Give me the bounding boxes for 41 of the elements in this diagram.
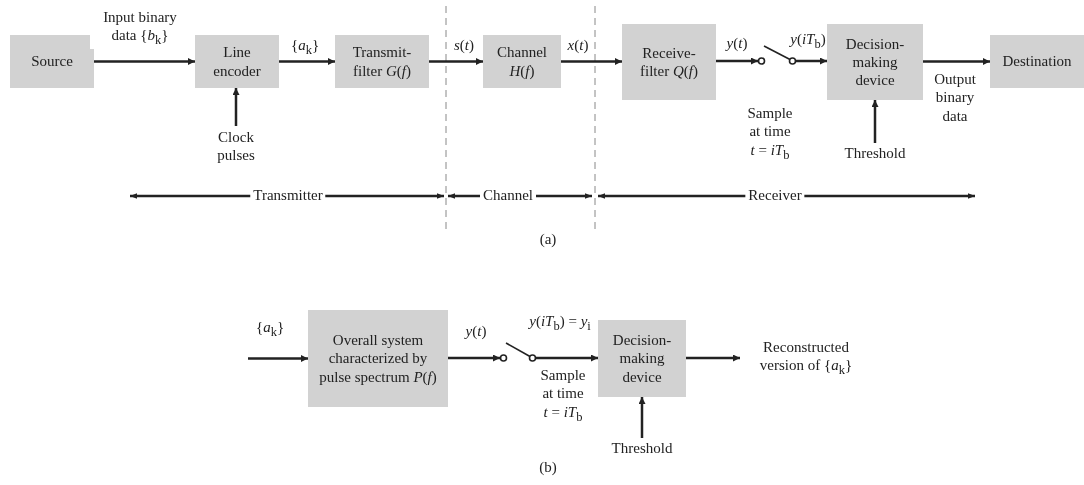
edge-label: y(t) bbox=[465, 322, 487, 341]
box-text: Source bbox=[31, 52, 73, 71]
box-text: Receive-filter Q(f) bbox=[639, 43, 699, 81]
arrow bbox=[686, 354, 740, 362]
arrow bbox=[561, 58, 622, 65]
process-box bbox=[10, 35, 94, 88]
process-box bbox=[308, 310, 448, 407]
node-text: Clock pulses bbox=[210, 126, 262, 166]
edge-label: y(t) bbox=[726, 34, 748, 53]
process-box bbox=[622, 24, 716, 100]
arrow bbox=[871, 100, 879, 143]
process-box bbox=[598, 320, 686, 397]
node-text: Threshold bbox=[602, 438, 682, 458]
edge-label: x(t) bbox=[567, 36, 589, 55]
arrow bbox=[279, 58, 335, 65]
arrow bbox=[232, 88, 240, 126]
text-label: (b) bbox=[536, 458, 560, 477]
arrow bbox=[796, 57, 827, 65]
arrow bbox=[248, 355, 308, 362]
box-text: Transmit-filter G(f) bbox=[351, 43, 413, 80]
process-box bbox=[335, 35, 429, 88]
arrow bbox=[94, 58, 195, 65]
box-text: Destination bbox=[1002, 52, 1072, 71]
box-text: Decision-making device bbox=[611, 331, 673, 386]
arrow bbox=[536, 354, 598, 362]
process-box bbox=[827, 24, 923, 100]
node-text: Threshold bbox=[836, 143, 914, 163]
box-text: Line encoder bbox=[212, 43, 262, 80]
arrow bbox=[716, 57, 758, 65]
arrow bbox=[923, 58, 990, 65]
arrow bbox=[638, 397, 646, 438]
box-text: Decision-making device bbox=[844, 34, 906, 90]
box-text: Overall system characterized by pulse spectrum P(f) bbox=[318, 331, 438, 386]
edge-label: s(t) bbox=[454, 36, 474, 55]
node-text: Reconstructed version of {a$_{k}$} bbox=[740, 335, 872, 381]
box-text: Channel H(f) bbox=[496, 43, 548, 80]
arrow bbox=[429, 58, 483, 65]
process-box bbox=[990, 35, 1084, 88]
process-box bbox=[483, 35, 561, 88]
arrow bbox=[448, 354, 500, 362]
process-box bbox=[195, 35, 279, 88]
